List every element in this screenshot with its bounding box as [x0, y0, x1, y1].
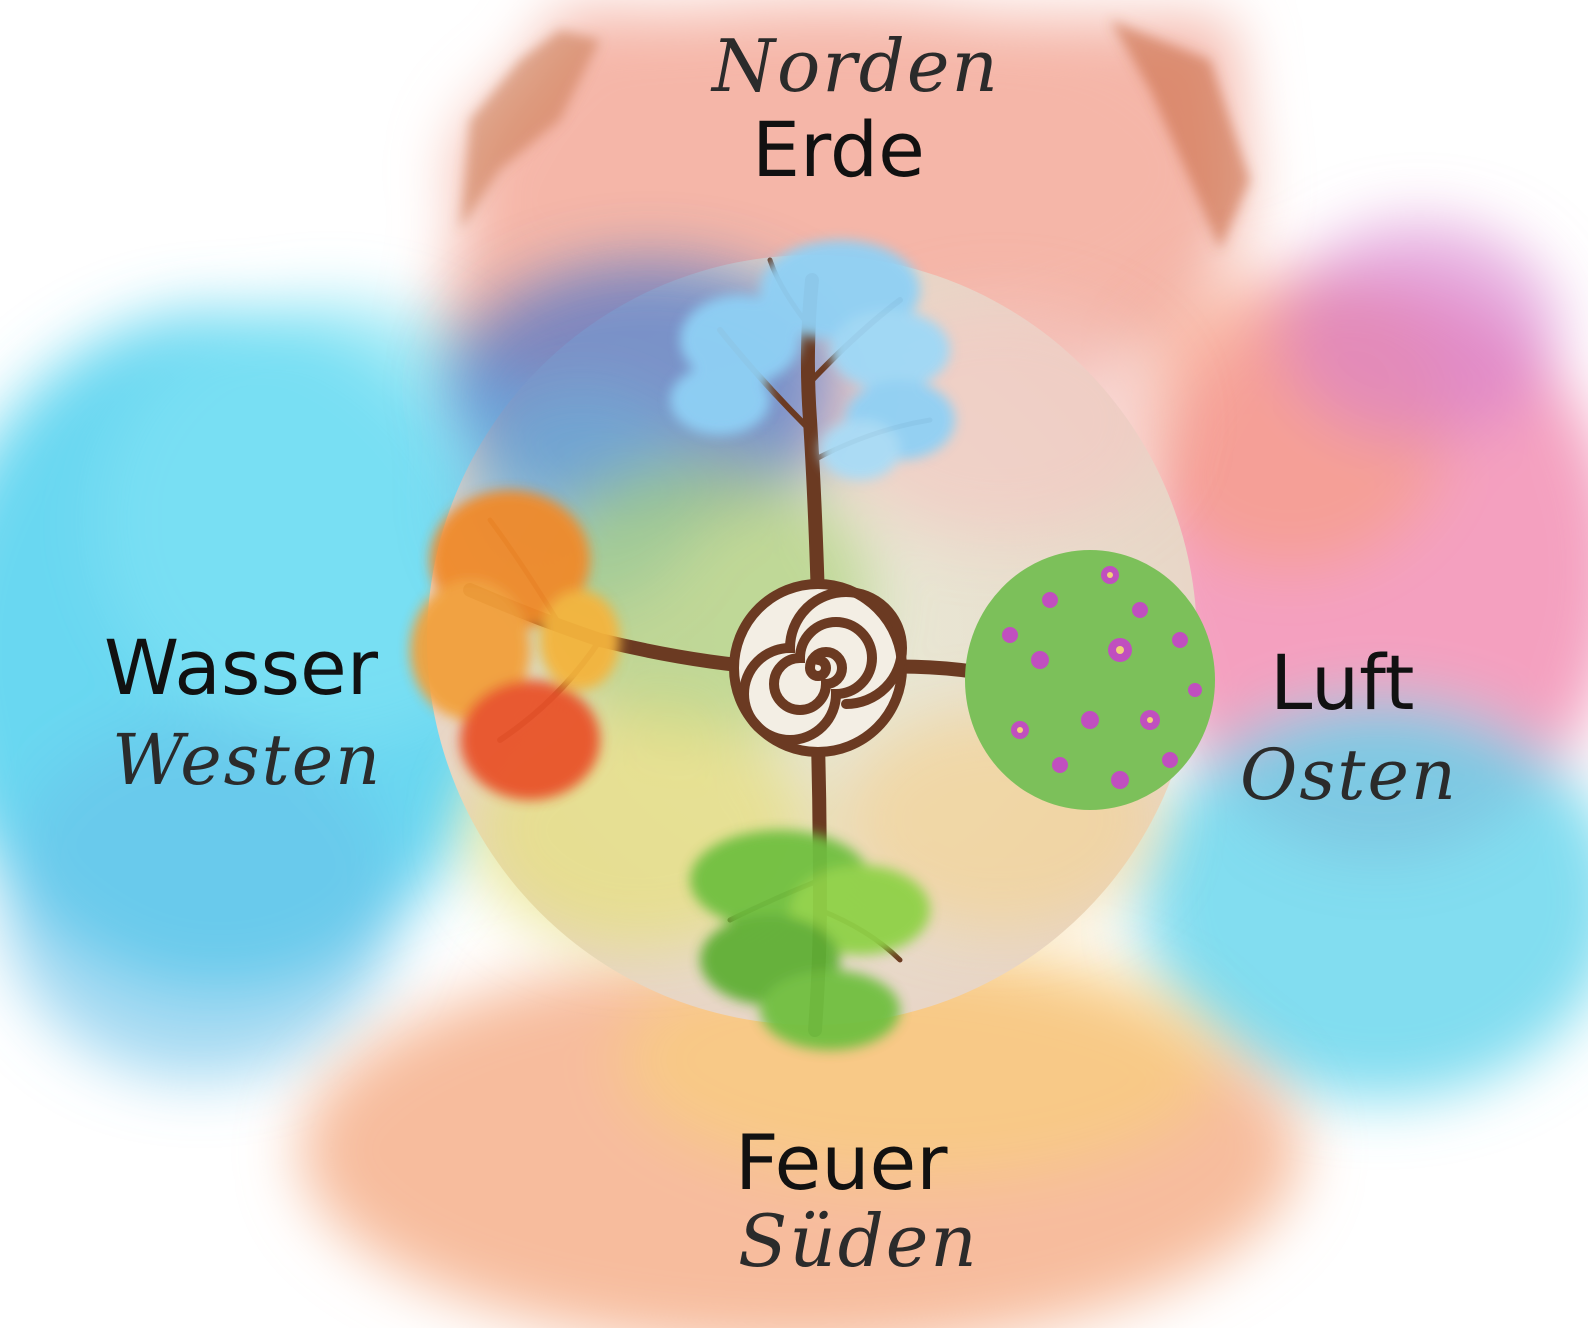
direction-label-east: Osten — [1240, 740, 1458, 810]
direction-label-west: Westen — [112, 725, 382, 795]
spiral-icon — [734, 584, 902, 752]
direction-label-south: Süden — [738, 1205, 979, 1277]
element-label-west: Wasser — [104, 630, 378, 706]
element-label-south: Feuer — [735, 1125, 948, 1201]
element-label-north: Erde — [752, 112, 925, 188]
direction-label-north: Norden — [712, 30, 1000, 102]
spring-tree-icon — [965, 550, 1215, 810]
element-label-east: Luft — [1270, 645, 1414, 721]
